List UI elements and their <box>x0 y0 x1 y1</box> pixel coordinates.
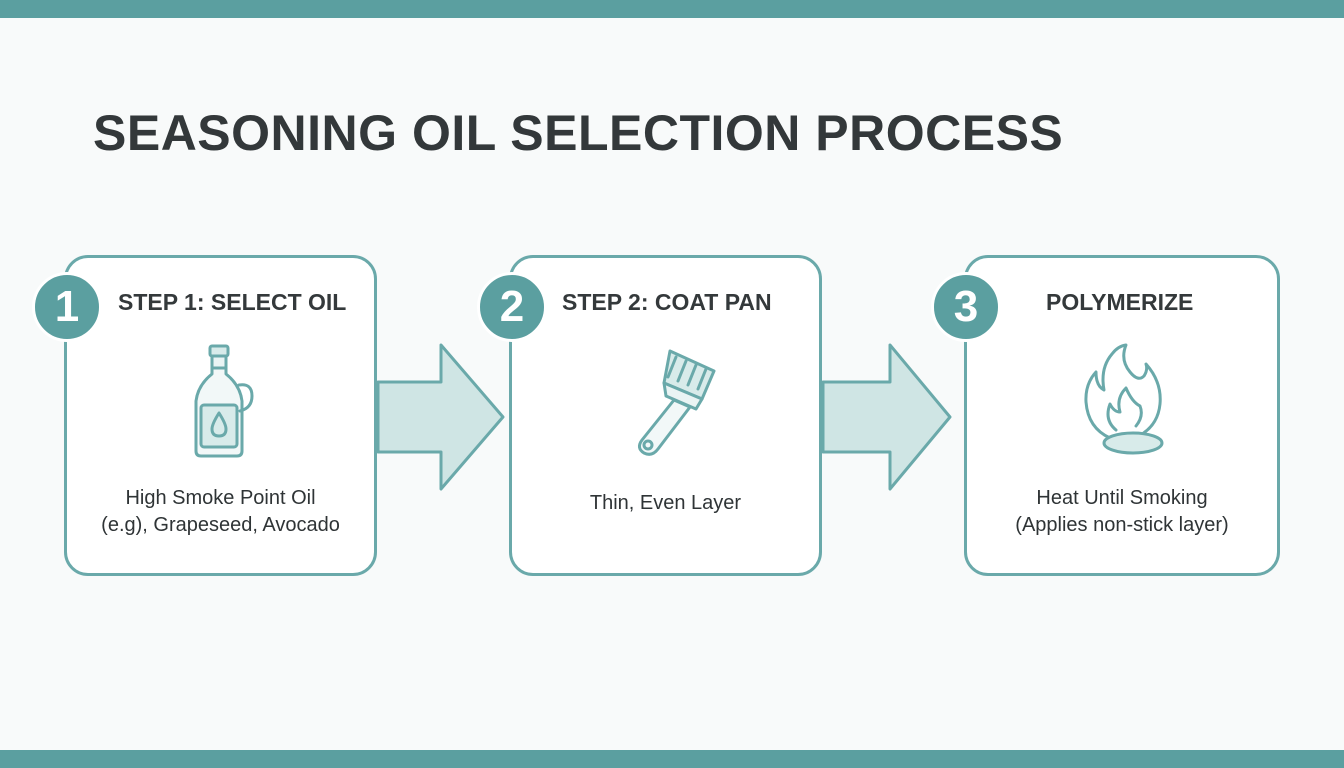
step-title-1: STEP 1: SELECT OIL <box>118 289 347 315</box>
flame-icon <box>1084 343 1164 455</box>
step-description-2: Thin, Even Layer <box>589 492 742 514</box>
step-number-badge-1: 1 <box>32 272 102 342</box>
step-description-1: High Smoke Point Oil (e.g), Grapeseed, A… <box>101 487 340 536</box>
step-description-3: Heat Until Smoking (Applies non-stick la… <box>1015 487 1229 536</box>
step-card-3 <box>964 255 1280 576</box>
oil-bottle-icon <box>194 344 254 458</box>
top-accent-band <box>0 0 1344 18</box>
flow-arrow-1 <box>376 343 505 491</box>
step-title-3: POLYMERIZE <box>1046 289 1194 315</box>
step-number-badge-3: 3 <box>931 272 1001 342</box>
flow-arrow-2 <box>821 343 952 491</box>
bottom-accent-band <box>0 750 1344 768</box>
step-title-2: STEP 2: COAT PAN <box>562 289 772 315</box>
paintbrush-icon <box>637 349 716 456</box>
page-title: SEASONING OIL SELECTION PROCESS <box>93 105 1064 161</box>
step-number-badge-2: 2 <box>477 272 547 342</box>
